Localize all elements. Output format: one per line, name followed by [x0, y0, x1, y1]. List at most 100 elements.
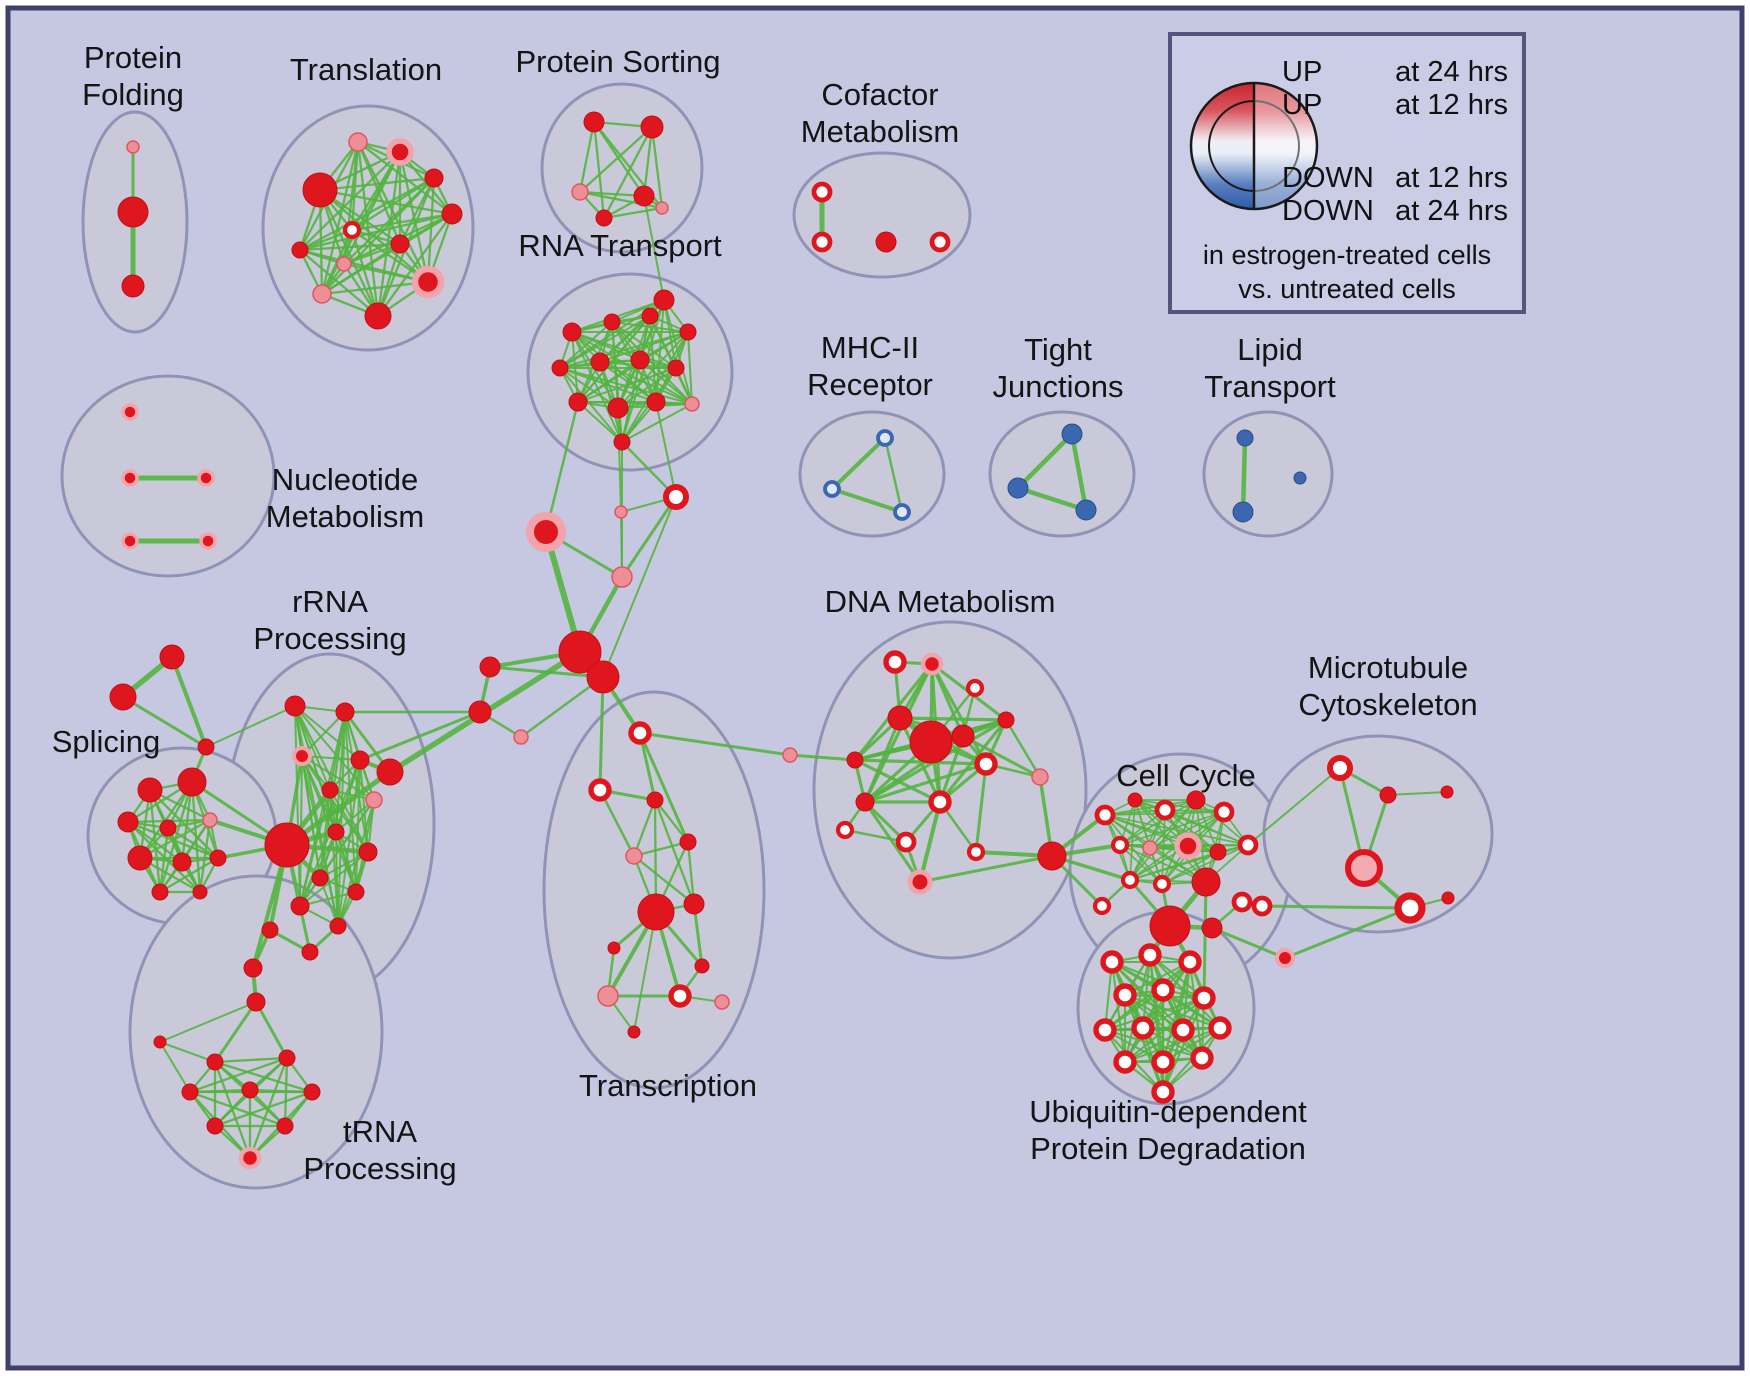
network-edge [1110, 960, 1127, 1064]
network-edge [188, 1056, 289, 1094]
network-node [974, 752, 998, 776]
network-edge [159, 1001, 257, 1043]
network-edge [1119, 844, 1207, 883]
network-edge [642, 125, 654, 198]
network-node [684, 396, 700, 412]
network-node [241, 1081, 259, 1099]
network-node [329, 917, 347, 935]
network-node [1151, 978, 1175, 1002]
network-edge [376, 150, 402, 318]
network-node [1440, 785, 1454, 799]
network-edge [1247, 767, 1341, 846]
network-edge [190, 780, 202, 894]
network-node [1208, 1016, 1232, 1040]
network-edge [320, 280, 430, 296]
cluster-label-mhc-ii-receptor: Receptor [807, 367, 933, 402]
network-node [1154, 799, 1176, 821]
network-edge [653, 798, 696, 906]
network-edge [1119, 844, 1163, 885]
network-edge [632, 840, 690, 858]
network-node [1151, 1050, 1175, 1074]
network-node [966, 842, 986, 862]
network-node [109, 683, 137, 711]
network-edge [318, 176, 436, 192]
network-node [646, 392, 666, 412]
network-edge [632, 798, 657, 858]
network-node [358, 842, 378, 862]
network-node [1186, 790, 1206, 810]
network-node [177, 767, 207, 797]
network-node [350, 750, 370, 770]
network-node [1092, 896, 1112, 916]
network-node [197, 738, 215, 756]
legend-row-time: at 24 hrs [1395, 195, 1508, 227]
network-edge [638, 731, 690, 844]
network-node [1394, 892, 1426, 924]
cluster-label-rrna-processing: rRNA [292, 584, 368, 619]
network-edge [188, 1090, 287, 1128]
network-edge [337, 799, 375, 927]
network-node [276, 1117, 294, 1135]
network-node [1131, 1016, 1155, 1040]
network-node [883, 650, 907, 674]
network-edge [1134, 799, 1207, 883]
network-node [246, 992, 266, 1012]
network-edge [320, 242, 402, 296]
network-node [365, 791, 383, 809]
network-node [290, 896, 310, 916]
network-node [121, 403, 139, 421]
network-edge [350, 228, 380, 318]
network-edge [788, 753, 857, 762]
legend-box: UP at 24 hrs UP at 12 hrs DOWN at 12 hrs… [1168, 32, 1526, 314]
network-edge [602, 125, 654, 220]
network-node [1213, 801, 1235, 823]
network-node [1293, 471, 1307, 485]
network-edge [578, 125, 654, 194]
network-edge [337, 711, 346, 927]
network-node [1174, 832, 1202, 860]
network-node [526, 512, 566, 552]
network-node [551, 359, 569, 377]
network-edge [863, 800, 922, 884]
cluster-label-tight-junctions: Tight [1024, 332, 1092, 367]
cluster-label-cofactor-metabolism: Metabolism [801, 114, 960, 149]
network-node [679, 323, 697, 341]
network-node [611, 566, 633, 588]
network-node [1379, 786, 1397, 804]
network-node [336, 256, 352, 272]
network-node [159, 819, 177, 837]
network-node [284, 695, 306, 717]
network-edge [830, 487, 904, 514]
legend-row-time: at 24 hrs [1395, 56, 1508, 88]
network-edge [398, 176, 436, 246]
network-node [1152, 874, 1172, 894]
network-edge [1129, 799, 1197, 881]
network-edge [638, 731, 792, 757]
network-node [637, 893, 675, 931]
network-node [181, 1083, 199, 1101]
network-node [1236, 429, 1254, 447]
network-edge [1119, 799, 1197, 846]
edge-layer [120, 120, 1449, 1160]
network-edge [320, 140, 360, 296]
network-node [607, 397, 629, 419]
network-node [876, 429, 894, 447]
network-node [965, 678, 985, 698]
network-edge [205, 705, 296, 748]
network-node [1142, 840, 1158, 856]
network-node [811, 231, 833, 253]
network-node [929, 231, 951, 253]
network-node [875, 231, 897, 253]
network-node [1441, 891, 1455, 905]
network-node [347, 883, 365, 901]
network-edge [974, 762, 988, 854]
network-node [835, 820, 855, 840]
network-node [206, 1053, 224, 1071]
network-node [348, 132, 368, 152]
network-node [646, 791, 664, 809]
network-edge [620, 495, 678, 579]
network-edge [598, 788, 636, 858]
network-node [197, 469, 215, 487]
network-edge [298, 150, 402, 252]
